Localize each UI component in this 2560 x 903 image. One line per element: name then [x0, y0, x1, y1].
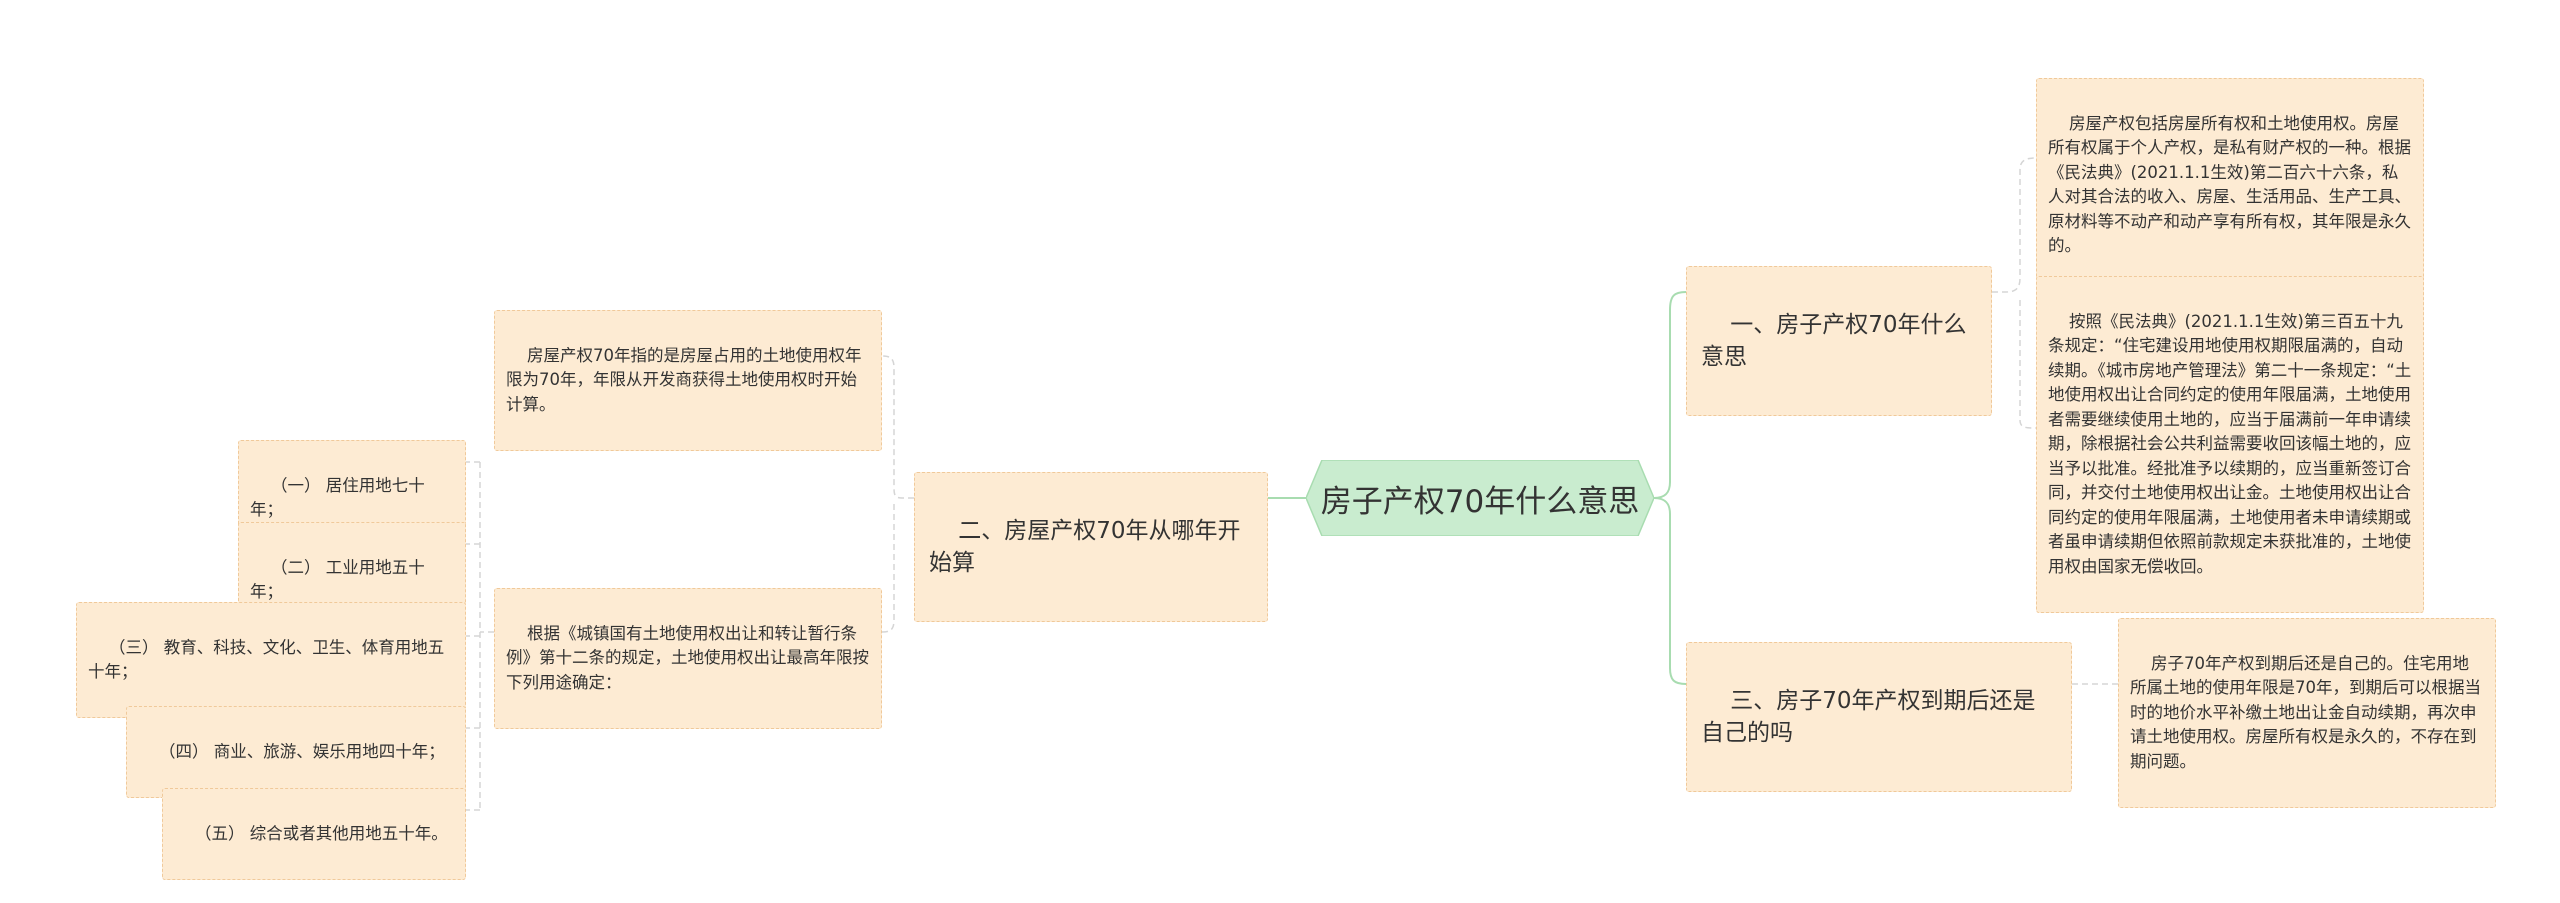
- leaf-2-1[interactable]: 房屋产权70年指的是房屋占用的土地使用权年限为70年，年限从开发商获得土地使用权…: [494, 310, 882, 451]
- branch-label-2: 二、房屋产权70年从哪年开始算: [929, 518, 1241, 576]
- leaf-2-2-text: 根据《城镇国有土地使用权出让和转让暂行条例》第十二条的规定，土地使用权出让最高年…: [506, 623, 869, 692]
- link-leaf-2-2-bracket: [479, 462, 494, 810]
- sub-leaf-4-text: （四） 商业、旅游、娱乐用地四十年；: [158, 741, 445, 761]
- sub-leaf-1-text: （一） 居住用地七十年；: [250, 475, 425, 520]
- branch-node-2[interactable]: 二、房屋产权70年从哪年开始算: [914, 472, 1268, 622]
- leaf-3-1-text: 房子70年产权到期后还是自己的。住宅用地所属土地的使用年限是70年，到期后可以根…: [2130, 653, 2481, 771]
- link-branch-1-leaf-2: [2019, 300, 2037, 429]
- leaf-1-1[interactable]: 房屋产权包括房屋所有权和土地使用权。房屋所有权属于个人产权，是私有财产权的一种。…: [2036, 78, 2424, 292]
- leaf-2-2[interactable]: 根据《城镇国有土地使用权出让和转让暂行条例》第十二条的规定，土地使用权出让最高年…: [494, 588, 882, 729]
- sub-leaf-3[interactable]: （三） 教育、科技、文化、卫生、体育用地五十年；: [76, 602, 466, 718]
- leaf-2-1-text: 房屋产权70年指的是房屋占用的土地使用权年限为70年，年限从开发商获得土地使用权…: [506, 345, 862, 414]
- sub-leaf-5-text: （五） 综合或者其他用地五十年。: [194, 823, 448, 843]
- root-hexagon-shape: [1306, 460, 1654, 536]
- sub-leaf-4[interactable]: （四） 商业、旅游、娱乐用地四十年；: [126, 706, 466, 798]
- branch-node-3[interactable]: 三、房子70年产权到期后还是自己的吗: [1686, 642, 2072, 792]
- sub-leaf-3-text: （三） 教育、科技、文化、卫生、体育用地五十年；: [88, 637, 445, 682]
- leaf-3-1[interactable]: 房子70年产权到期后还是自己的。住宅用地所属土地的使用年限是70年，到期后可以根…: [2118, 618, 2496, 808]
- branch-label-1: 一、房子产权70年什么意思: [1701, 312, 1967, 370]
- root-node[interactable]: 房子产权70年什么意思: [1306, 460, 1654, 536]
- link-branch-2-leaf-1: [881, 355, 914, 499]
- sub-leaf-2-text: （二） 工业用地五十年；: [250, 557, 425, 602]
- link-branch-2-leaf-2: [881, 504, 895, 633]
- leaf-1-2-text: 按照《民法典》(2021.1.1生效)第三百五十九条规定：“住宅建设用地使用权期…: [2048, 311, 2412, 576]
- leaf-1-1-text: 房屋产权包括房屋所有权和土地使用权。房屋所有权属于个人产权，是私有财产权的一种。…: [2048, 113, 2411, 256]
- leaf-1-2[interactable]: 按照《民法典》(2021.1.1生效)第三百五十九条规定：“住宅建设用地使用权期…: [2036, 276, 2424, 613]
- link-root-branch-3: [1653, 497, 1687, 685]
- branch-node-1[interactable]: 一、房子产权70年什么意思: [1686, 266, 1992, 416]
- link-root-branch-1: [1653, 291, 1687, 499]
- branch-label-3: 三、房子70年产权到期后还是自己的吗: [1701, 688, 2036, 746]
- sub-leaf-5[interactable]: （五） 综合或者其他用地五十年。: [162, 788, 466, 880]
- root-label: 房子产权70年什么意思: [1320, 483, 1640, 520]
- link-branch-1-leaf-1: [1992, 157, 2037, 293]
